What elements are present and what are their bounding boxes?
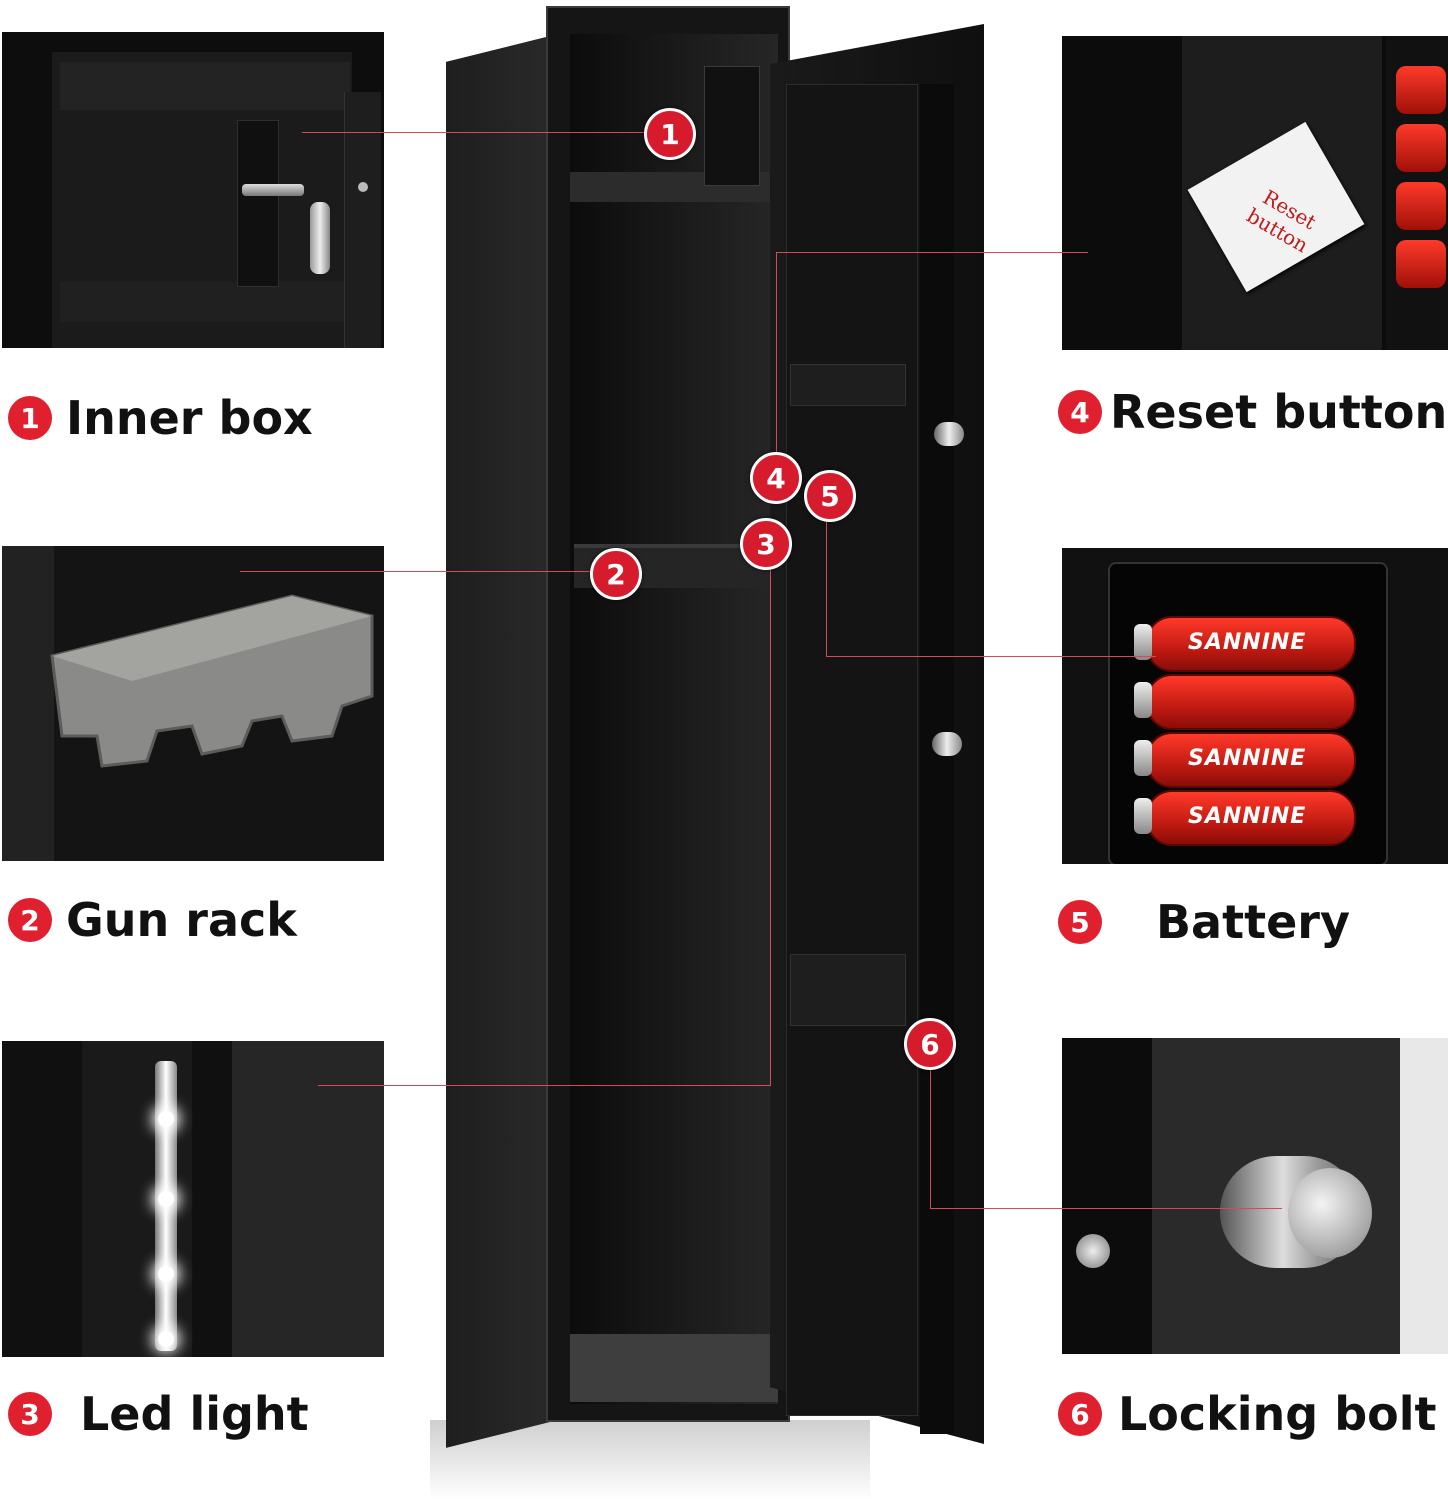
leader-line-1 xyxy=(302,132,646,133)
marker-6: 6 xyxy=(904,1018,956,1070)
door-bolt-top xyxy=(934,422,964,446)
leader-line-6 xyxy=(930,1208,1282,1209)
inner-box-door xyxy=(704,66,760,186)
leader-line-5-vertical xyxy=(826,516,827,656)
led-light-photo xyxy=(2,1041,384,1357)
leader-line-5 xyxy=(826,656,1156,657)
leader-line-3-vertical xyxy=(770,564,771,1086)
marker-2: 2 xyxy=(590,548,642,600)
feature-label: Locking bolt xyxy=(1118,1387,1437,1441)
locking-bolt-photo xyxy=(1062,1038,1448,1354)
door-bolt-bottom xyxy=(932,732,962,756)
feature-number-badge: 4 xyxy=(1058,390,1102,434)
battery-cell xyxy=(1134,674,1356,730)
feature-number-badge: 2 xyxy=(8,898,52,942)
battery-cell: SANNINE xyxy=(1134,616,1356,672)
reset-sticker-text: Reset button xyxy=(1242,184,1321,258)
leader-line-6-vertical xyxy=(930,1064,931,1208)
battery-cell: SANNINE xyxy=(1134,790,1356,846)
leader-line-4 xyxy=(776,252,1088,253)
feature-label: Inner box xyxy=(66,391,313,445)
feature-reset-button: 4 Reset button xyxy=(1058,382,1447,442)
feature-number-badge: 5 xyxy=(1058,900,1102,944)
foam-rack-illustration xyxy=(50,594,374,768)
feature-label: Led light xyxy=(80,1387,309,1441)
marker-3: 3 xyxy=(740,518,792,570)
marker-4: 4 xyxy=(750,452,802,504)
feature-number-badge: 3 xyxy=(8,1392,52,1436)
leader-line-3 xyxy=(318,1085,770,1086)
feature-inner-box: 1 Inner box xyxy=(8,388,313,448)
feature-led-light: 3 Led light xyxy=(8,1384,309,1444)
battery-cell: SANNINE xyxy=(1134,732,1356,788)
gun-rack-photo xyxy=(2,546,384,861)
feature-gun-rack: 2 Gun rack xyxy=(8,890,297,950)
leader-line-2 xyxy=(240,571,592,572)
feature-label: Reset button xyxy=(1110,385,1448,439)
feature-label: Battery xyxy=(1156,895,1350,949)
feature-number-badge: 1 xyxy=(8,396,52,440)
marker-5: 5 xyxy=(804,470,856,522)
cabinet-floor-mat xyxy=(570,1334,778,1402)
cabinet-interior xyxy=(570,34,778,1404)
feature-locking-bolt: 6 Locking bolt xyxy=(1058,1384,1437,1444)
feature-number-badge: 6 xyxy=(1058,1392,1102,1436)
feature-battery: 5 Battery xyxy=(1058,892,1350,952)
gun-safe-cabinet xyxy=(446,4,790,1448)
safe-door xyxy=(770,24,984,1444)
leader-line-4-vertical xyxy=(776,252,777,452)
marker-1: 1 xyxy=(644,108,696,160)
inner-box-photo xyxy=(2,32,384,348)
battery-photo: SANNINE SANNINE SANNINE xyxy=(1062,548,1448,864)
reset-button-photo: Reset button xyxy=(1062,36,1448,350)
feature-label: Gun rack xyxy=(66,893,297,947)
